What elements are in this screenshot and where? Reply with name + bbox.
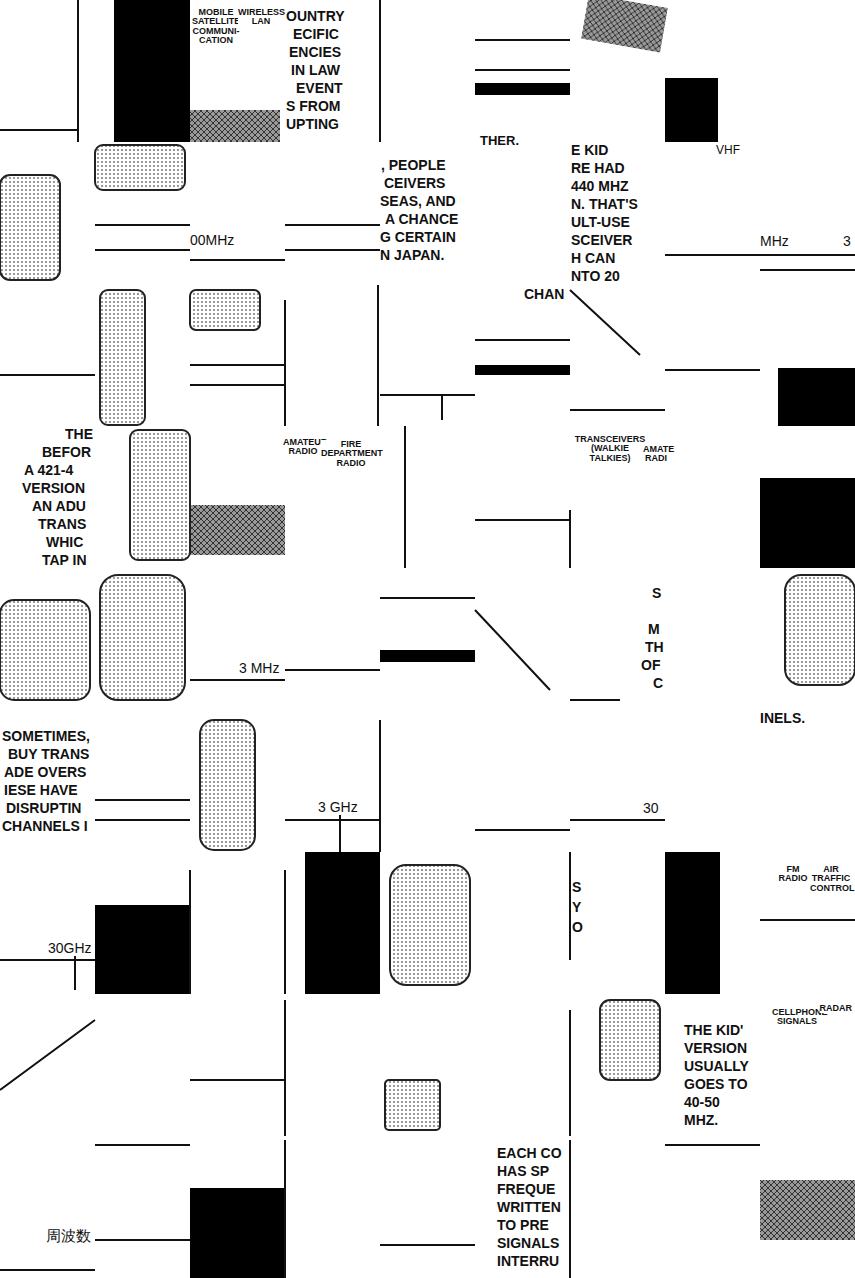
speech-text: RE HAD [571,161,625,176]
speech-text: M [648,622,660,637]
speech-text: RADAR [820,1004,853,1013]
speech-text: 3 [843,234,851,249]
speech-text: S [572,880,581,895]
speech-text: OUNTRY [286,9,345,24]
speech-text: VERSION [22,481,85,496]
speech-text: S FROM [286,99,340,114]
illustration [0,145,855,1130]
speech-text: C [653,676,663,691]
frequency-band-label: WIRELESS LAN [238,8,284,27]
speech-text: N JAPAN. [380,248,444,263]
speech-text: 00MHz [190,233,234,248]
speech-text: G CERTAIN [380,230,456,245]
frequency-band-label: AMATEUR RADIO [283,438,323,457]
frequency-band-label: TRANSCEIVERS (WALKIE TALKIES) [574,435,646,463]
speech-text: Y [572,900,581,915]
speech-text: 3 MHz [239,661,279,676]
speech-text: SIGNALS [497,1236,559,1251]
speech-text: 周波数 [46,1228,91,1244]
speech-text: EVENT [296,81,343,96]
speech-text: TRANS [38,517,86,532]
speech-text: S [652,586,661,601]
speech-text: MHz [760,234,789,249]
speech-text: UPTING [286,117,339,132]
speech-text: VHF [716,144,740,157]
speech-text: CHANNELS I [2,819,88,834]
speech-text: TO PRE [497,1218,549,1233]
speech-text: INELS. [760,711,805,726]
speech-text: MHZ. [684,1113,718,1128]
speech-text: WHIC [46,535,83,550]
speech-text: USUALLY [684,1059,749,1074]
frequency-band-label: AMATE RADI [643,445,669,464]
speech-text: THER. [480,134,519,148]
speech-text: GOES TO [684,1077,748,1092]
speech-text: FREQUE [497,1182,555,1197]
speech-text: 30 [643,801,659,816]
speech-text: IN LAW [291,63,340,78]
speech-text: CEIVERS [384,176,445,191]
speech-text: SEAS, AND [380,194,456,209]
speech-text: TH [645,640,664,655]
speech-text: THE [65,427,93,442]
speech-text: OF [641,658,660,673]
speech-text: 440 MHZ [571,179,629,194]
speech-text: DISRUPTIN [6,801,81,816]
frequency-band-label: FM RADIO [776,865,810,884]
speech-text: IESE HAVE [4,783,78,798]
speech-text: TAP IN [42,553,87,568]
speech-text: ENCIES [289,45,341,60]
speech-text: ECIFIC [293,27,339,42]
speech-text: NTO 20 [571,269,620,284]
speech-text: ULT-USE [571,215,630,230]
speech-text: SOMETIMES, [2,729,90,744]
black-blocks [95,0,855,1278]
speech-text: BUY TRANS [8,747,89,762]
frequency-band-label: AIR TRAFFIC CONTROL [810,865,852,893]
speech-text: , PEOPLE [381,158,446,173]
speech-text: EACH CO [497,1146,562,1161]
speech-text: 3 GHz [318,800,358,815]
speech-text: HAS SP [497,1164,549,1179]
speech-text: ADE OVERS [4,765,86,780]
speech-text: E KID [571,143,608,158]
speech-text: AN ADU [32,499,86,514]
frequency-band-label: CELLPHONE SIGNALS [772,1008,822,1027]
speech-text: BEFOR [42,445,91,460]
frequency-band-label: FIRE DEPARTMENT RADIO [321,440,381,468]
speech-text: SCEIVER [571,233,632,248]
speech-text: A 421-4 [24,463,73,478]
frequency-band-label: MOBILE SATELLITE COMMUNI- CATION [192,8,240,46]
speech-text: CHAN [524,287,564,302]
speech-text: H CAN [571,251,615,266]
speech-text: WRITTEN [497,1200,561,1215]
speech-text: A CHANCE [385,212,458,227]
speech-text: 30GHz [48,941,92,956]
screentone-art [190,0,855,1240]
speech-text: INTERRU [497,1254,559,1269]
speech-text: THE KID' [684,1023,743,1038]
speech-text: O [572,920,583,935]
speech-text: VERSION [684,1041,747,1056]
speech-text: 40-50 [684,1095,720,1110]
speech-text: N. THAT'S [571,197,638,212]
